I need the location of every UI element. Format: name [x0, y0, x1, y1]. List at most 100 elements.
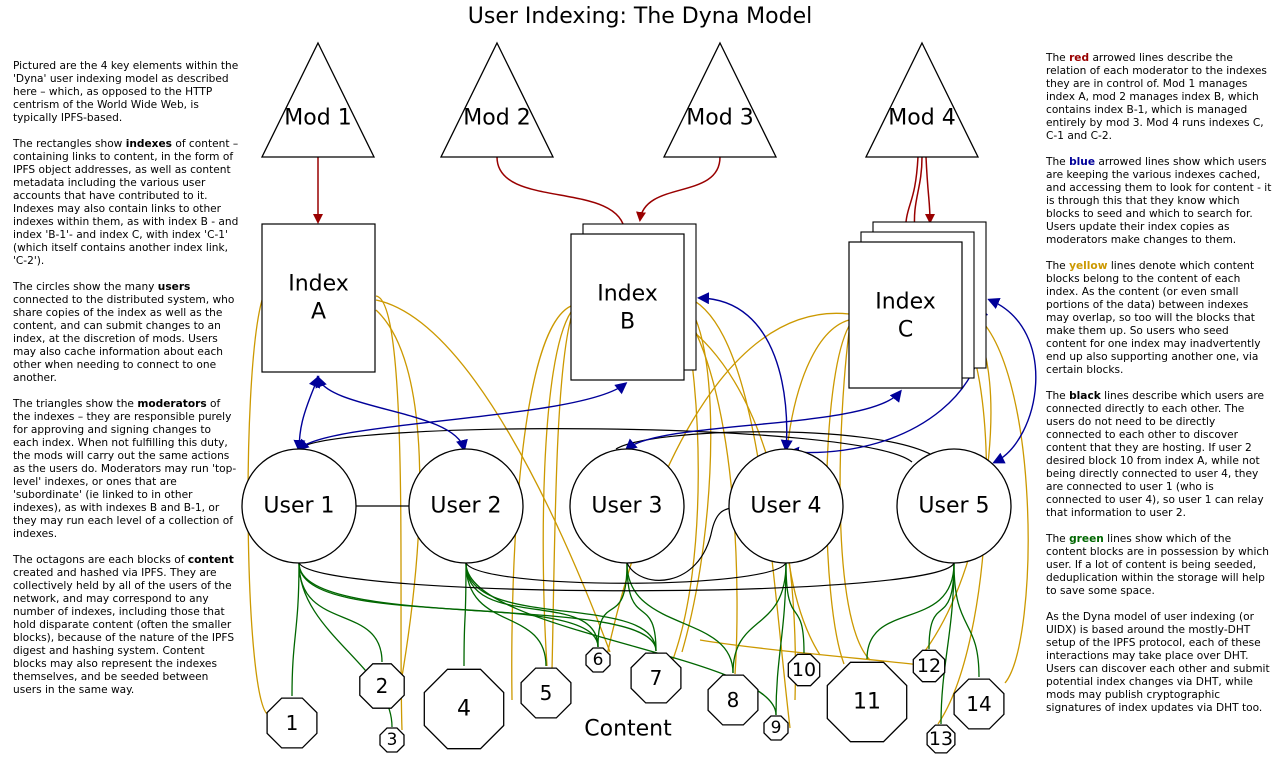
text-run: lines show which of the content blocks a…	[1046, 533, 1269, 597]
index-content-line	[511, 305, 572, 701]
keyword: red	[1069, 52, 1090, 64]
mod-index-arrow	[636, 156, 721, 222]
circle-shape	[728, 448, 844, 564]
keyword: yellow	[1069, 260, 1108, 272]
text-run: of content – containing links to content…	[13, 138, 239, 267]
moderator-triangle: Mod 3	[662, 41, 778, 158]
user-label: User 3	[591, 494, 662, 519]
block-label: 4	[457, 697, 471, 722]
user-block-line	[940, 562, 955, 725]
text-run: The circles show the many	[13, 281, 158, 293]
user-block-line	[465, 562, 547, 667]
user-connection-line	[626, 505, 738, 581]
keyword: moderators	[137, 398, 207, 410]
circle-shape	[241, 448, 357, 564]
text-run: arrowed lines describe the relation of e…	[1046, 52, 1267, 142]
content-block-octagon: 14	[953, 678, 1005, 730]
content-block-octagon: 8	[707, 674, 759, 726]
text-run: created and hashed via IPFS. They are co…	[13, 567, 235, 696]
user-circle: User 3	[569, 448, 685, 564]
mod-index-arrow	[909, 156, 923, 234]
index-label: A	[311, 300, 326, 325]
user-label: User 1	[263, 494, 334, 519]
block-label: 9	[771, 718, 782, 738]
diagram-title: User Indexing: The Dyna Model	[467, 4, 813, 29]
block-label: 13	[929, 728, 953, 750]
block-label: 14	[966, 692, 991, 716]
user-index-cache-arrow	[987, 298, 1037, 464]
paragraph: As the Dyna model of user indexing (or U…	[1046, 611, 1272, 715]
keyword: blue	[1069, 156, 1096, 168]
user-block-line	[298, 562, 383, 663]
text-run: The triangles show the	[13, 398, 138, 410]
block-label: 1	[286, 711, 299, 735]
user-index-cache-arrow	[296, 382, 628, 452]
content-block-octagon: 3	[379, 727, 405, 753]
user-circle: User 4	[728, 448, 844, 564]
circle-shape	[896, 448, 1012, 564]
user-circle: User 2	[408, 448, 524, 564]
text-run: The	[1046, 156, 1070, 168]
paragraph: The red arrowed lines describe the relat…	[1046, 52, 1272, 143]
keyword: users	[157, 281, 191, 293]
left-description: Pictured are the 4 key elements within t…	[13, 60, 239, 710]
user-block-line	[465, 562, 599, 648]
user-block-line	[291, 562, 300, 697]
content-block-octagon: 7	[630, 652, 682, 704]
index-rect	[570, 233, 685, 381]
index-rect	[848, 241, 963, 389]
index-label: C	[898, 318, 913, 343]
content-block-octagon: 2	[359, 663, 405, 709]
index-content-line	[247, 299, 271, 716]
paragraph: The circles show the many users connecte…	[13, 281, 239, 385]
index-label: B	[620, 310, 635, 335]
moderator-triangle: Mod 2	[439, 41, 555, 158]
text-run: As the Dyna model of user indexing (or U…	[1046, 611, 1270, 714]
mod-label: Mod 3	[686, 106, 753, 131]
mod-index-arrow	[924, 156, 935, 224]
triangle-shape	[864, 41, 980, 158]
content-block-octagon: 5	[520, 667, 572, 719]
block-label: 10	[792, 659, 816, 681]
paragraph: The octagons are each blocks of content …	[13, 554, 239, 697]
user-label: User 4	[750, 494, 821, 519]
keyword: content	[187, 554, 234, 566]
user-circle: User 5	[896, 448, 1012, 564]
octagon-shape	[423, 668, 505, 750]
block-label: 7	[650, 666, 663, 690]
text-run: lines describe which users are connected…	[1046, 390, 1265, 519]
mod-label: Mod 4	[888, 106, 955, 131]
octagon-shape	[359, 663, 405, 709]
text-run: Pictured are the 4 key elements within t…	[13, 60, 239, 124]
text-run: connected to the distributed system, who…	[13, 294, 235, 384]
user-index-cache-arrow	[293, 375, 320, 452]
content-block-octagon: 1	[266, 697, 318, 749]
paragraph: The rectangles show indexes of content –…	[13, 138, 239, 268]
user-connection-line	[298, 562, 955, 592]
octagon-shape	[912, 649, 946, 683]
block-label: 8	[727, 688, 740, 712]
triangle-shape	[662, 41, 778, 158]
triangle-shape	[439, 41, 555, 158]
user-block-line	[928, 562, 955, 650]
moderator-triangle: Mod 1	[260, 41, 376, 158]
octagon-shape	[826, 661, 908, 743]
content-block-octagon: 9	[763, 715, 789, 741]
user-label: User 2	[430, 494, 501, 519]
block-label: 3	[387, 730, 398, 750]
triangle-shape	[260, 41, 376, 158]
content-block-octagon: 4	[423, 668, 505, 750]
user-block-line	[775, 562, 787, 716]
paragraph: The black lines describe which users are…	[1046, 390, 1272, 520]
paragraph: The triangles show the moderators of the…	[13, 398, 239, 541]
content-label: Content	[584, 717, 672, 742]
user-circle: User 1	[241, 448, 357, 564]
user-block-line	[866, 562, 955, 660]
right-description: The red arrowed lines describe the relat…	[1046, 52, 1272, 728]
paragraph: The green lines show which of the conten…	[1046, 533, 1272, 598]
content-block-octagon: 10	[787, 653, 821, 687]
block-label: 12	[917, 655, 941, 677]
block-label: 6	[593, 650, 604, 670]
text-run: The	[1046, 52, 1070, 64]
text-run: The	[1046, 390, 1070, 402]
